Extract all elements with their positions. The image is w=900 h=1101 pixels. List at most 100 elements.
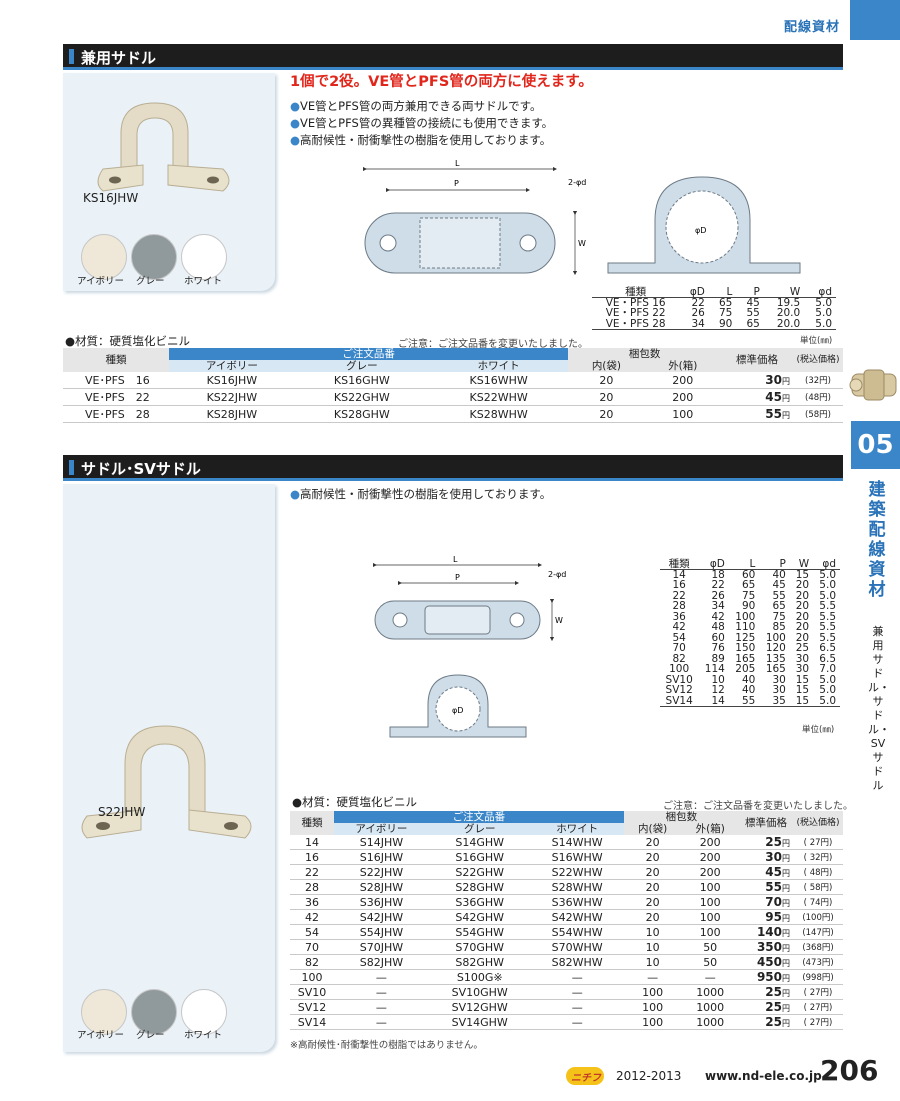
footnote: ※高耐候性･耐衝撃性の樹脂ではありません。 — [290, 1040, 483, 1051]
order-table-1: 種類 ご注文品番 梱包数 標準価格 (税込価格) アイボリーグレーホワイト 内(… — [63, 348, 843, 423]
page-number: 206 — [820, 1054, 879, 1087]
svg-text:2-φd: 2-φd — [548, 570, 566, 579]
feature-item: ●VE管とPFS管の異種管の接続にも使用できます。 — [290, 116, 554, 130]
dim-P: P — [454, 179, 459, 188]
dim-L: L — [455, 159, 460, 168]
feature-item: ●高耐候性・耐衝撃性の樹脂を使用しております。 — [290, 487, 552, 501]
feature-list: ●高耐候性・耐衝撃性の樹脂を使用しております。 — [290, 486, 551, 503]
product-photo-panel: S22JHW アイボリー グレー ホワイト — [63, 484, 275, 1052]
dim-W: W — [578, 239, 586, 248]
catalog-year: 2012-2013 — [616, 1069, 682, 1083]
order-header-row: 種類 ご注文品番 梱包数 標準価格 (税込価格) — [290, 811, 843, 835]
order-table-2: 種類 ご注文品番 梱包数 標準価格 (税込価格) アイボリーグレーホワイト 内(… — [290, 811, 843, 1030]
unit-label: 単位(㎜) — [800, 336, 833, 346]
product-name: S22JHW — [98, 805, 146, 819]
side-product-image — [849, 369, 897, 401]
swatch-label: アイボリー — [77, 1030, 125, 1041]
notice-text: ご注意：ご注文品番を変更いたしました。 — [398, 339, 588, 350]
feature-item: ●VE管とPFS管の両方兼用できる両サドルです。 — [290, 99, 542, 113]
dimension-drawing-1: L P 2-φd W φD — [362, 159, 801, 276]
gray-swatch — [131, 234, 177, 280]
product-photo-panel: KS16JHW アイボリー グレー ホワイト — [63, 73, 275, 291]
chapter-subtitle: 兼用サドル・サドル・SVサドル — [868, 625, 890, 792]
section-title: サドル･SVサドル — [81, 460, 201, 478]
gray-swatch — [131, 989, 177, 1035]
saddle-illustration — [81, 725, 252, 839]
saddle-illustration — [97, 102, 230, 192]
brand-logo: ニチフ — [566, 1067, 604, 1085]
white-swatch — [181, 989, 227, 1035]
svg-text:P: P — [455, 573, 460, 582]
chapter-title: 建築配線資材 — [868, 480, 886, 600]
dim-d: 2-φd — [568, 178, 586, 187]
product-name: KS16JHW — [83, 191, 139, 205]
category-label: 配線資材 — [784, 20, 841, 35]
tagline: 1個で2役。VE管とPFS管の両方に使えます。 — [290, 74, 593, 90]
feature-item: ●高耐候性・耐衝撃性の樹脂を使用しております。 — [290, 133, 552, 147]
feature-list: ●VE管とPFS管の両方兼用できる両サドルです。 ●VE管とPFS管の異種管の接… — [290, 98, 553, 149]
unit-label: 単位(㎜) — [802, 725, 835, 735]
chapter-number: 05 — [851, 421, 900, 469]
svg-text:W: W — [555, 616, 563, 625]
dimension-drawing-2: L P 2-φd W φD — [372, 555, 566, 738]
swatch-label: ホワイト — [184, 276, 223, 287]
section-title: 兼用サドル — [81, 49, 157, 67]
category-bar — [850, 0, 900, 40]
section-header-2: サドル･SVサドル — [63, 455, 843, 481]
section-header-1: 兼用サドル — [63, 44, 843, 70]
swatch-label: グレー — [136, 276, 165, 287]
swatch-label: アイボリー — [77, 276, 125, 287]
ivory-swatch — [81, 989, 127, 1035]
order-subheader-row: アイボリーグレーホワイト 内(袋)外(箱) — [63, 360, 843, 372]
dim-D: φD — [695, 226, 706, 235]
svg-text:φD: φD — [452, 706, 463, 715]
order-header-row: 種類 ご注文品番 梱包数 標準価格 (税込価格) — [63, 348, 843, 372]
material-label: ●材質：硬質塩化ビニル — [292, 795, 418, 809]
svg-text:L: L — [453, 555, 458, 564]
material-label: ●材質：硬質塩化ビニル — [65, 334, 191, 348]
order-subheader-row: アイボリーグレーホワイト 内(袋)外(箱) — [290, 823, 843, 835]
order-row: 100—S100G※———950円(998円) — [290, 969, 843, 985]
white-swatch — [181, 234, 227, 280]
ivory-swatch — [81, 234, 127, 280]
website-url: www.nd-ele.co.jp — [705, 1069, 822, 1083]
swatch-label: グレー — [136, 1030, 165, 1041]
swatch-label: ホワイト — [184, 1030, 223, 1041]
notice-text: ご注意：ご注文品番を変更いたしました。 — [663, 801, 853, 812]
